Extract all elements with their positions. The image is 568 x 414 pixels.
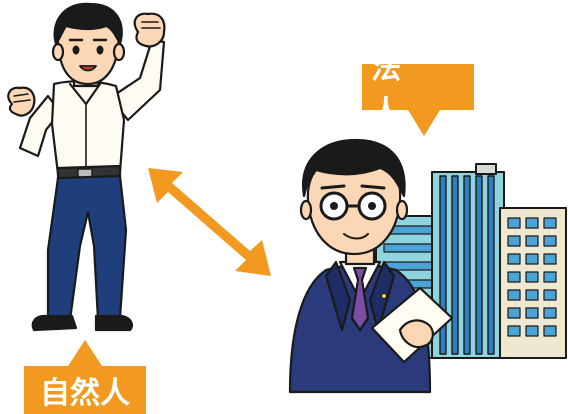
legal-person-label: 法 人 xyxy=(362,51,474,130)
natural-label-pointer xyxy=(68,340,102,366)
natural-person-label: 自然人 xyxy=(24,366,146,414)
legal-person-figure xyxy=(288,138,454,394)
double-arrow-icon xyxy=(148,168,271,276)
legal-label-pointer xyxy=(408,110,440,136)
natural-person-figure xyxy=(7,2,166,332)
